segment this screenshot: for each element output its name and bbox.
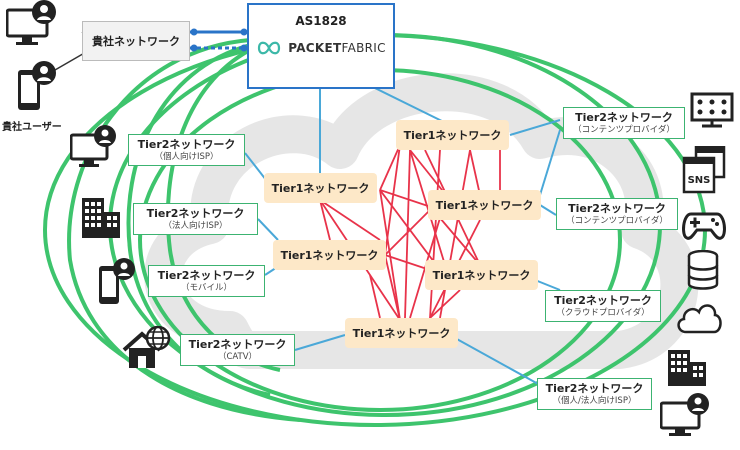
corporate-network-label: 貴社ネットワーク [92,35,180,48]
mobile-user-icon [99,258,135,304]
tier2-node: Tier2ネットワーク（CATV） [180,334,295,366]
as1828-box: AS1828 PACKETFABRIC [247,3,395,89]
database-icon [687,250,719,290]
tier2-node: Tier2ネットワーク（コンテンツプロバイダ） [563,107,685,139]
tier2-node: Tier2ネットワーク（コンテンツプロバイダ） [556,198,678,230]
office-building-icon [82,198,120,238]
tier2-node: Tier2ネットワーク（法人向けISP） [133,203,258,235]
mobile-user-icon [18,61,56,110]
desktop-user-icon [660,393,709,436]
tier2-node: Tier2ネットワーク（モバイル） [148,265,265,297]
corporate-network-box: 貴社ネットワーク [82,21,190,61]
as-number: AS1828 [295,14,347,28]
tier2-node: Tier2ネットワーク（個人/法人向けISP） [537,378,652,410]
tier1-node: Tier1ネットワーク [428,190,541,220]
tier1-node: Tier1ネットワーク [425,260,538,290]
tier1-node: Tier1ネットワーク [264,173,377,203]
tier1-node: Tier1ネットワーク [396,120,509,150]
desktop-user-icon [70,125,116,167]
office-building-icon [668,350,706,386]
corporate-users-label: 貴社ユーザー [2,122,62,133]
tier2-node: Tier2ネットワーク（クラウドプロバイダ） [545,290,661,322]
svg-text:SNS: SNS [688,175,711,186]
cloud-icon [677,304,722,334]
tier2-node: Tier2ネットワーク（個人向けISP） [128,134,245,166]
packetfabric-mark-icon [258,41,281,55]
sns-icon: SNS [682,146,726,194]
tier1-node: Tier1ネットワーク [345,318,458,348]
game-controller-icon [682,212,726,240]
video-conference-icon [690,92,734,128]
packetfabric-wordmark: PACKETFABRIC [288,41,386,55]
desktop-user-icon [6,0,56,45]
tier1-node: Tier1ネットワーク [273,240,386,270]
packetfabric-logo: PACKETFABRIC [249,37,393,59]
home-globe-icon [122,326,171,368]
